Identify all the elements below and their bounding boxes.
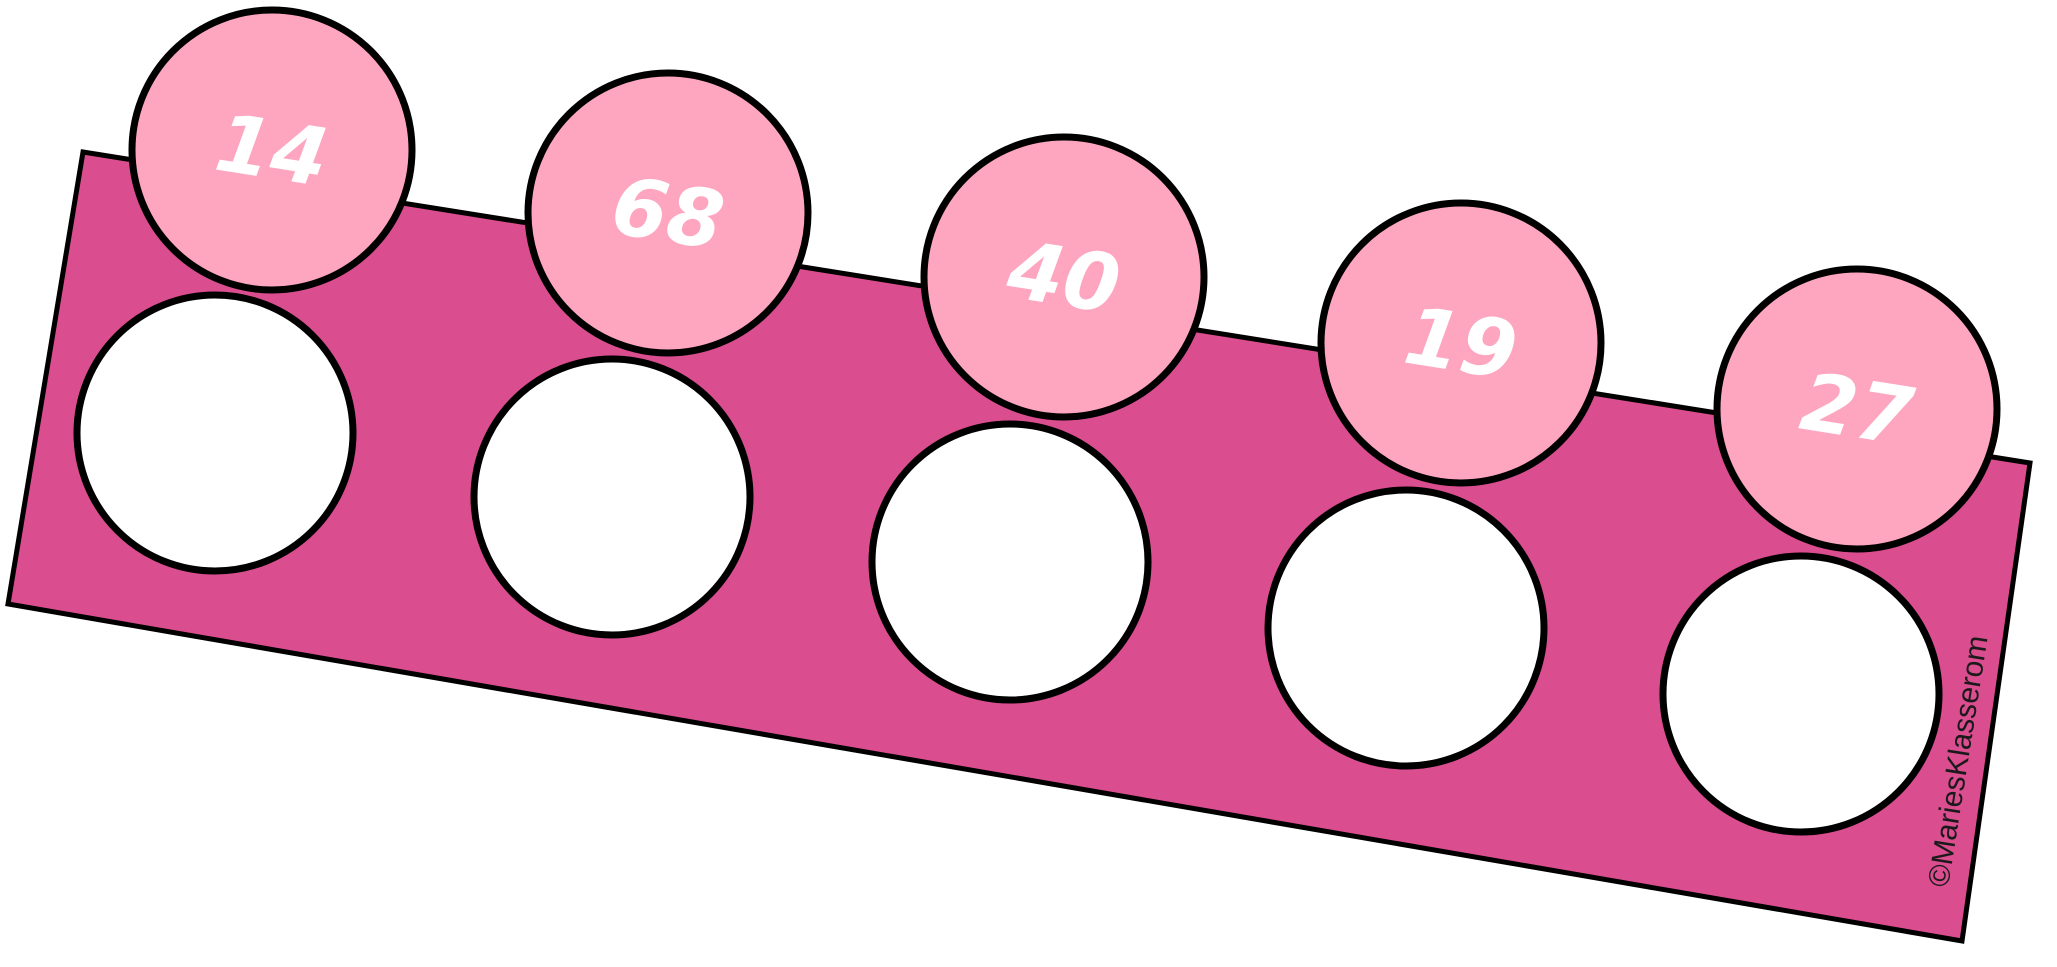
ball-circle bbox=[1713, 265, 2001, 553]
ball-number: 40 bbox=[1001, 223, 1126, 332]
ball-circle bbox=[524, 69, 812, 357]
ball-number: 19 bbox=[1399, 289, 1524, 398]
ball-circle bbox=[1317, 199, 1605, 487]
ball-number: 14 bbox=[210, 96, 335, 205]
hole-3 bbox=[868, 420, 1152, 704]
ball-circle bbox=[920, 133, 1208, 421]
hole-4 bbox=[1264, 486, 1548, 770]
number-ball-14: 14 bbox=[128, 6, 416, 294]
number-ball-68: 68 bbox=[524, 69, 812, 357]
hole-2 bbox=[470, 355, 754, 639]
ball-circle bbox=[128, 6, 416, 294]
hole-5 bbox=[1659, 552, 1943, 836]
ball-number: 68 bbox=[606, 159, 731, 268]
number-ball-40: 40 bbox=[920, 133, 1208, 421]
number-ball-27: 27 bbox=[1713, 265, 2001, 553]
hole-1 bbox=[73, 291, 357, 575]
number-ball-19: 19 bbox=[1317, 199, 1605, 487]
ball-number: 27 bbox=[1795, 355, 1920, 464]
